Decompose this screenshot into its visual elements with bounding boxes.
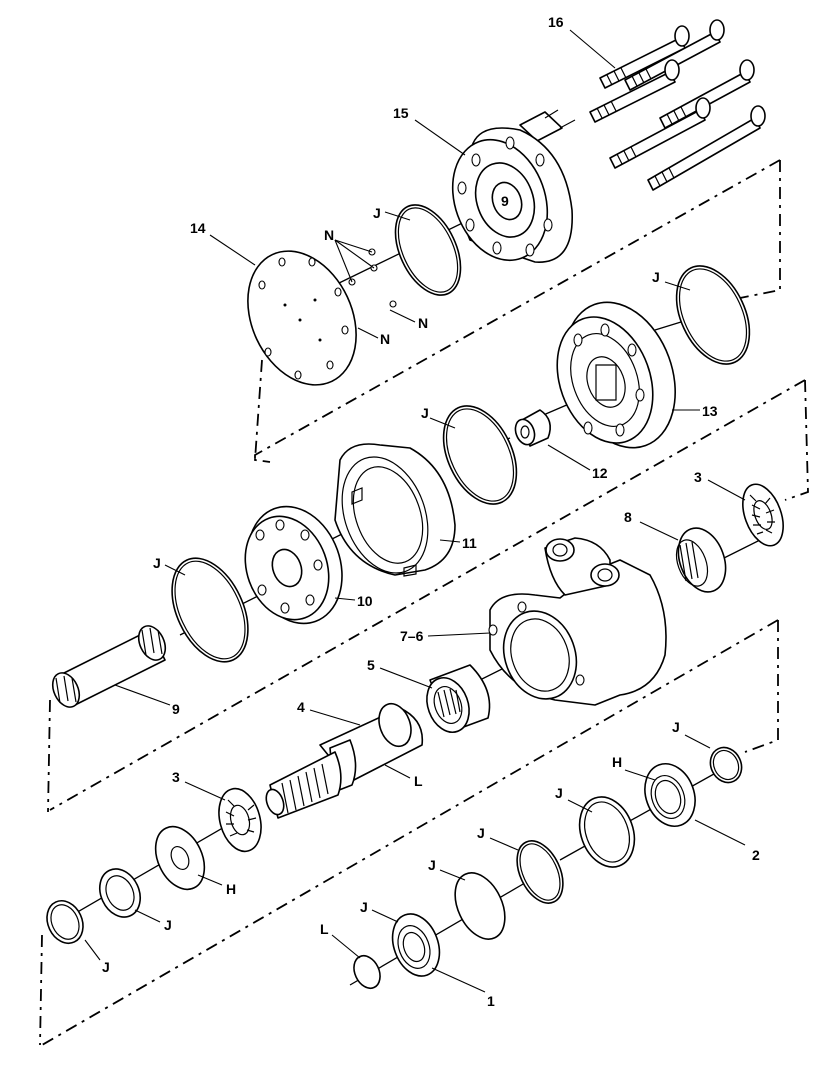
callout-j-8: J [428,857,436,873]
check-balls [348,248,397,308]
callout-1: 1 [487,993,495,1009]
callout-j-10: J [102,959,110,975]
callout-9-endcap: 9 [501,193,509,209]
callout-2: 2 [752,847,760,863]
seal-bushing-left [98,868,142,918]
callout-h-right: H [612,754,622,770]
callout-j-4: J [153,555,161,571]
callout-j-11: J [164,917,172,933]
callout-j-1: J [373,205,381,221]
callout-10: 10 [357,593,373,609]
callout-8: 8 [624,509,632,525]
callout-l-seal: L [320,921,329,937]
callout-l-shaft: L [414,773,423,789]
assembly-path-lines [39,159,809,1046]
callout-j-9: J [360,899,368,915]
callout-7-6: 7–6 [400,628,424,644]
seal-ring-left [171,557,249,663]
callout-5: 5 [367,657,375,673]
seal-ring-mid [442,405,518,505]
callout-12: 12 [592,465,608,481]
output-shaft [265,702,424,819]
callout-3-lower: 3 [172,769,180,785]
seal-rings-upper [394,204,751,365]
spacer [514,409,551,447]
gerotor-set [556,301,676,449]
callout-n-1: N [324,227,334,243]
callout-14: 14 [190,220,206,236]
callout-j-6: J [555,785,563,801]
leader-lines [84,29,746,993]
lower-seal-stack [353,746,743,990]
callout-labels: 16 15 14 13 12 11 10 9 9 8 7–6 5 4 3 3 2… [102,14,760,1009]
callout-j-2: J [652,269,660,285]
callout-j-7: J [477,825,485,841]
callout-n-2: N [418,315,428,331]
callout-9-drivelink: 9 [172,701,180,717]
callout-h-left: H [226,881,236,897]
callout-n-3: N [380,331,390,347]
needle-bearing-upper [675,527,727,593]
seal-far-left [46,900,84,944]
manifold-plate [247,250,357,386]
needle-bearing [426,664,491,733]
valve-plate [244,505,343,625]
callout-13: 13 [702,403,718,419]
cap-screws [589,19,766,191]
thrust-bearing-upper [742,483,784,547]
callout-15: 15 [393,105,409,121]
callout-11: 11 [462,535,477,551]
thrust-bearing-lower [218,787,262,853]
wear-plate [334,443,456,577]
callout-3-upper: 3 [694,469,702,485]
thrust-washer-left [154,825,206,891]
housing [488,537,667,706]
end-cap [451,127,573,263]
callout-j-5: J [672,719,680,735]
callout-4: 4 [297,699,305,715]
callout-j-3: J [421,405,429,421]
drive-link [51,625,167,708]
callout-16: 16 [548,14,564,30]
